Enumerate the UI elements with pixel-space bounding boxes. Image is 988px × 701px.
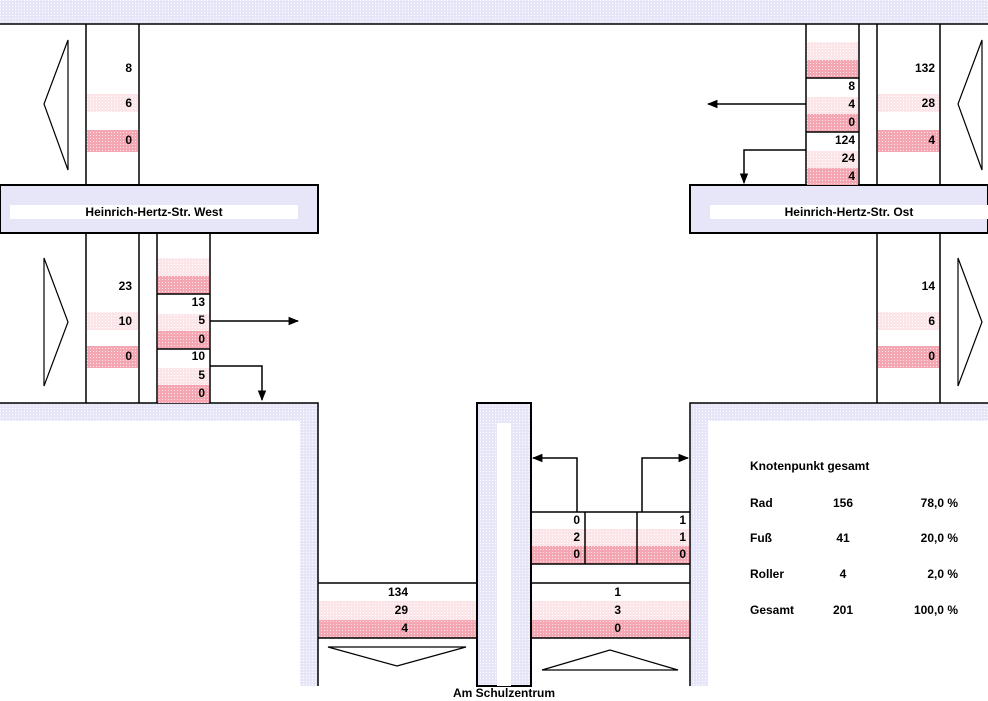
south-out-roller: 4 xyxy=(401,621,408,635)
south-out-rad: 134 xyxy=(388,585,408,599)
street-label-west: Heinrich-Hertz-Str. West xyxy=(85,205,222,219)
east-in-roller: 0 xyxy=(928,349,935,363)
south-outgoing-arrow-icon xyxy=(327,646,467,667)
summary-row-label: Fuß xyxy=(750,531,772,545)
west-straight-rad: 10 xyxy=(192,349,206,363)
summary-row-label: Rad xyxy=(750,496,773,510)
summary-row-percent: 20,0 % xyxy=(921,531,959,545)
east-in-roller-band xyxy=(878,346,939,368)
west-turn-band-dark xyxy=(158,276,209,294)
south-incoming-arrow-icon xyxy=(541,649,679,671)
south-right-roller: 0 xyxy=(679,547,686,561)
west-right-roller-band xyxy=(158,331,209,349)
west-right-fuss: 5 xyxy=(198,313,205,327)
south-in-roller: 0 xyxy=(614,621,621,635)
east-street-label-bg xyxy=(710,205,988,219)
east-turn-band-dark xyxy=(807,60,858,78)
south-right-fuss: 1 xyxy=(679,530,686,544)
east-straight-rad: 8 xyxy=(848,79,855,93)
east-right-roller: 4 xyxy=(848,169,855,183)
west-straight-roller-band xyxy=(158,385,209,403)
east-outgoing-arrow-icon xyxy=(957,39,983,171)
south-in-fuss: 3 xyxy=(614,603,621,617)
west-in-fuss: 6 xyxy=(125,96,132,110)
south-right-rad: 1 xyxy=(679,513,686,527)
summary-row-label: Roller xyxy=(750,567,784,581)
west-right-roller: 0 xyxy=(198,332,205,346)
west-street-label-bg xyxy=(10,205,298,219)
east-in-rad: 14 xyxy=(922,279,936,293)
east-right-turn-arrow-icon xyxy=(739,149,806,185)
west-straight-fuss: 5 xyxy=(198,368,205,382)
south-left-fuss: 2 xyxy=(573,530,580,544)
west-in-roller-band xyxy=(87,130,138,152)
east-out-rad: 132 xyxy=(915,61,935,75)
west-out-roller: 0 xyxy=(125,349,132,363)
south-left-rad: 0 xyxy=(573,513,580,527)
summary-row-count: 201 xyxy=(833,603,853,617)
east-straight-fuss-band xyxy=(807,97,858,114)
summary-row-percent: 100,0 % xyxy=(914,603,958,617)
summary-row-count: 156 xyxy=(833,496,853,510)
south-in-fuss-band xyxy=(532,601,689,620)
south-out-roller-band xyxy=(319,620,476,638)
west-outgoing-arrow-icon xyxy=(43,257,69,387)
west-out-rad: 23 xyxy=(119,279,133,293)
west-incoming-arrow-icon xyxy=(43,39,69,171)
west-lower-kerb-edge xyxy=(0,402,319,686)
south-turn-fuss-band xyxy=(532,529,689,546)
west-out-roller-band xyxy=(87,346,138,368)
south-in-roller-band xyxy=(532,620,689,638)
summary-row-count: 41 xyxy=(836,531,850,545)
south-left-roller: 0 xyxy=(573,547,580,561)
east-right-fuss-band xyxy=(807,151,858,168)
south-left-turn-arrow-icon xyxy=(531,453,578,512)
summary-title: Knotenpunkt gesamt xyxy=(750,459,869,473)
west-in-fuss-band xyxy=(87,94,138,112)
east-out-fuss: 28 xyxy=(922,96,936,110)
south-right-turn-arrow-icon xyxy=(641,453,690,512)
west-right-turn-arrow-icon xyxy=(210,365,267,402)
south-turn-roller-band xyxy=(532,546,689,564)
west-out-fuss-band xyxy=(87,312,138,330)
east-straight-roller-band xyxy=(807,114,858,132)
east-out-roller: 4 xyxy=(928,133,935,147)
west-straight-roller: 0 xyxy=(198,386,205,400)
east-right-fuss: 24 xyxy=(842,151,856,165)
south-out-fuss: 29 xyxy=(395,603,409,617)
east-straight-roller: 0 xyxy=(848,115,855,129)
west-lower-kerb xyxy=(0,403,318,686)
east-incoming-arrow-icon xyxy=(957,257,983,387)
street-label-east: Heinrich-Hertz-Str. Ost xyxy=(785,205,914,219)
west-right-rad: 13 xyxy=(192,295,206,309)
street-label-south: Am Schulzentrum xyxy=(453,686,555,700)
south-in-rad: 1 xyxy=(614,585,621,599)
summary-row-percent: 78,0 % xyxy=(921,496,959,510)
west-out-fuss: 10 xyxy=(119,314,133,328)
east-turn-band-light xyxy=(807,42,858,60)
east-straight-fuss: 4 xyxy=(848,97,855,111)
west-right-fuss-band xyxy=(158,314,209,331)
east-right-rad: 124 xyxy=(835,133,855,147)
west-straight-fuss-band xyxy=(158,368,209,385)
south-out-fuss-band xyxy=(319,601,476,620)
west-in-rad: 8 xyxy=(125,61,132,75)
east-in-fuss: 6 xyxy=(928,314,935,328)
summary-table: Knotenpunkt gesamt Rad 156 78,0 % Fuß 41… xyxy=(750,459,958,617)
west-turn-band-light xyxy=(158,258,209,276)
west-in-roller: 0 xyxy=(125,133,132,147)
summary-row-count: 4 xyxy=(840,567,847,581)
top-road-edge xyxy=(0,0,988,24)
east-out-roller-band xyxy=(878,130,939,152)
east-right-roller-band xyxy=(807,168,858,185)
east-lower-kerb-edge xyxy=(689,402,988,686)
east-out-fuss-band xyxy=(878,94,939,112)
east-in-fuss-band xyxy=(878,312,939,330)
summary-row-percent: 2,0 % xyxy=(927,567,958,581)
summary-row-label: Gesamt xyxy=(750,603,794,617)
south-median-gap xyxy=(497,423,511,686)
